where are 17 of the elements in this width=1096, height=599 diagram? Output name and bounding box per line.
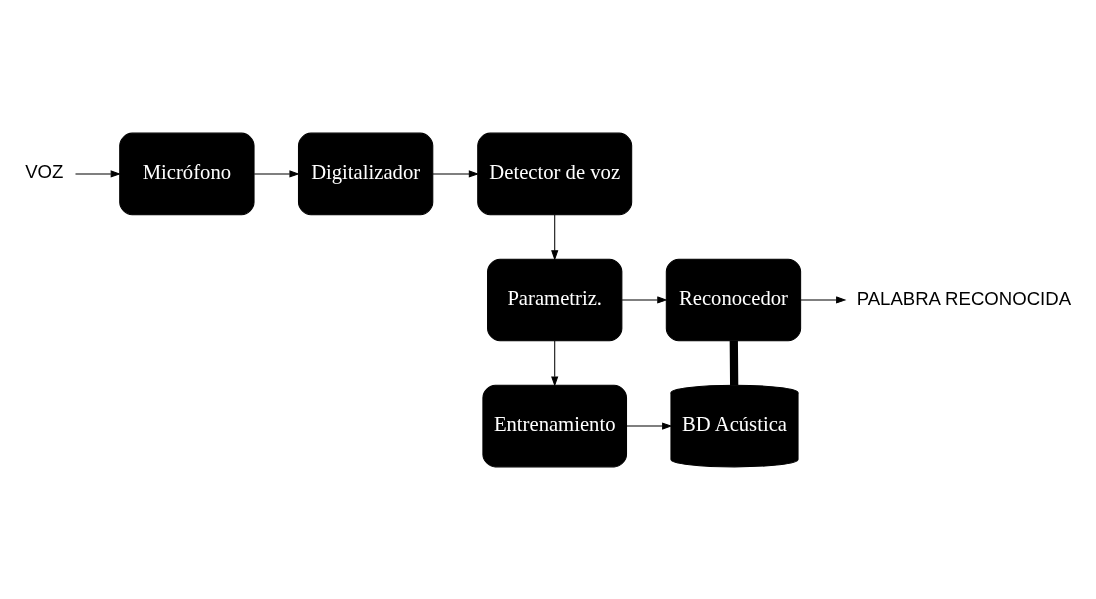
arrow — [253, 169, 300, 178]
arrow — [626, 421, 673, 430]
arrow — [800, 295, 847, 304]
arrow — [551, 213, 559, 261]
node-text: PALABRA RECONOCIDA — [856, 287, 1072, 309]
node-box: Digitalizador — [297, 132, 434, 215]
arrow — [621, 295, 668, 304]
arrow — [74, 169, 121, 178]
node-box: Reconocedor — [665, 258, 802, 341]
node-text: VOZ — [25, 160, 64, 182]
node-box: Parametriz. — [487, 258, 623, 341]
node-box: Entrenamiento — [482, 384, 628, 467]
connector — [729, 340, 739, 385]
arrow — [432, 169, 480, 178]
node-box: Micrófono — [119, 132, 255, 215]
node-box: Detector de voz — [477, 132, 633, 215]
arrow — [551, 339, 559, 387]
